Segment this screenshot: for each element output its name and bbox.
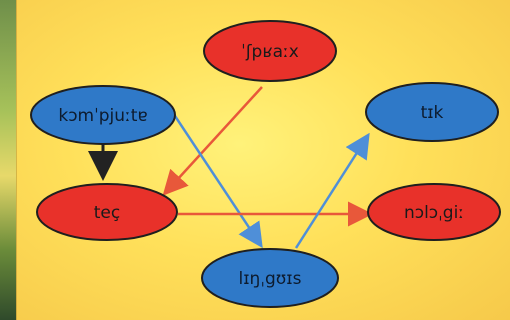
- node-nologi: nɔlɔˌgiː: [367, 183, 501, 241]
- node-tik: tɪk: [365, 82, 499, 142]
- node-nologi-label: nɔlɔˌgiː: [404, 203, 464, 223]
- node-shpra: ˈʃpʁaːx: [203, 20, 337, 82]
- node-kompjuter-label: kɔmˈpjuːtɐ: [58, 106, 147, 126]
- left-photo-strip: [0, 0, 16, 320]
- node-linguis: lɪŋˌgʊɪs: [201, 248, 339, 308]
- edge-kompjuter-to-linguis: [173, 115, 263, 249]
- node-tec: teç: [36, 183, 178, 241]
- node-tik-label: tɪk: [421, 103, 444, 123]
- edge-linguis-to-tik: [294, 132, 370, 249]
- node-linguis-label: lɪŋˌgʊɪs: [239, 269, 302, 289]
- node-kompjuter: kɔmˈpjuːtɐ: [30, 85, 176, 145]
- node-shpra-label: ˈʃpʁaːx: [241, 42, 299, 62]
- node-tec-label: teç: [94, 203, 120, 223]
- edge-shpra-to-tec: [162, 86, 263, 196]
